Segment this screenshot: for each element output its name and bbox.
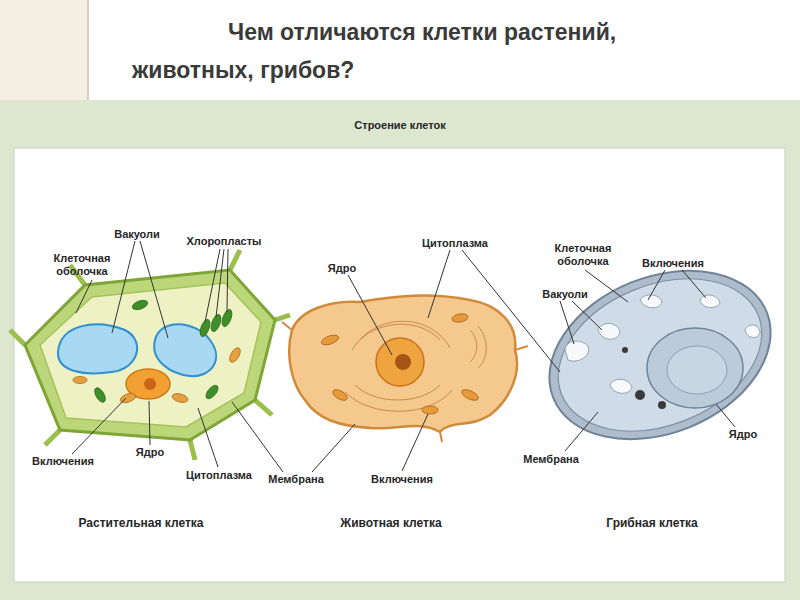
cell-caption: Растительная клетка — [79, 517, 204, 530]
part-label: Ядро — [729, 428, 757, 441]
part-label: Включения — [371, 473, 433, 486]
leader-lines — [72, 241, 735, 472]
fungal-cell — [524, 240, 796, 471]
part-label: Вакуоли — [114, 228, 160, 241]
part-label: Цитоплазма — [422, 237, 488, 250]
cell-caption: Животная клетка — [340, 517, 441, 530]
plant-cell — [10, 250, 290, 460]
part-label: Мембрана — [268, 473, 324, 486]
part-label: Цитоплазма — [186, 469, 252, 482]
part-label: Ядро — [328, 262, 356, 275]
part-label: Включения — [32, 455, 94, 468]
panel-heading: Строение клеток — [354, 119, 445, 132]
cell-caption: Грибная клетка — [606, 517, 697, 530]
slide-title: Чем отличаются клетки растений, животных… — [132, 13, 707, 89]
animal-cell — [282, 296, 528, 442]
part-label: Ядро — [136, 446, 164, 459]
part-label: Хлоропласты — [187, 235, 262, 248]
part-label: Включения — [642, 257, 704, 270]
part-label: Клеточная оболочка — [42, 252, 122, 278]
part-label: Мембрана — [523, 453, 579, 466]
part-label: Клеточная оболочка — [543, 242, 623, 268]
part-label: Вакуоли — [542, 288, 588, 301]
